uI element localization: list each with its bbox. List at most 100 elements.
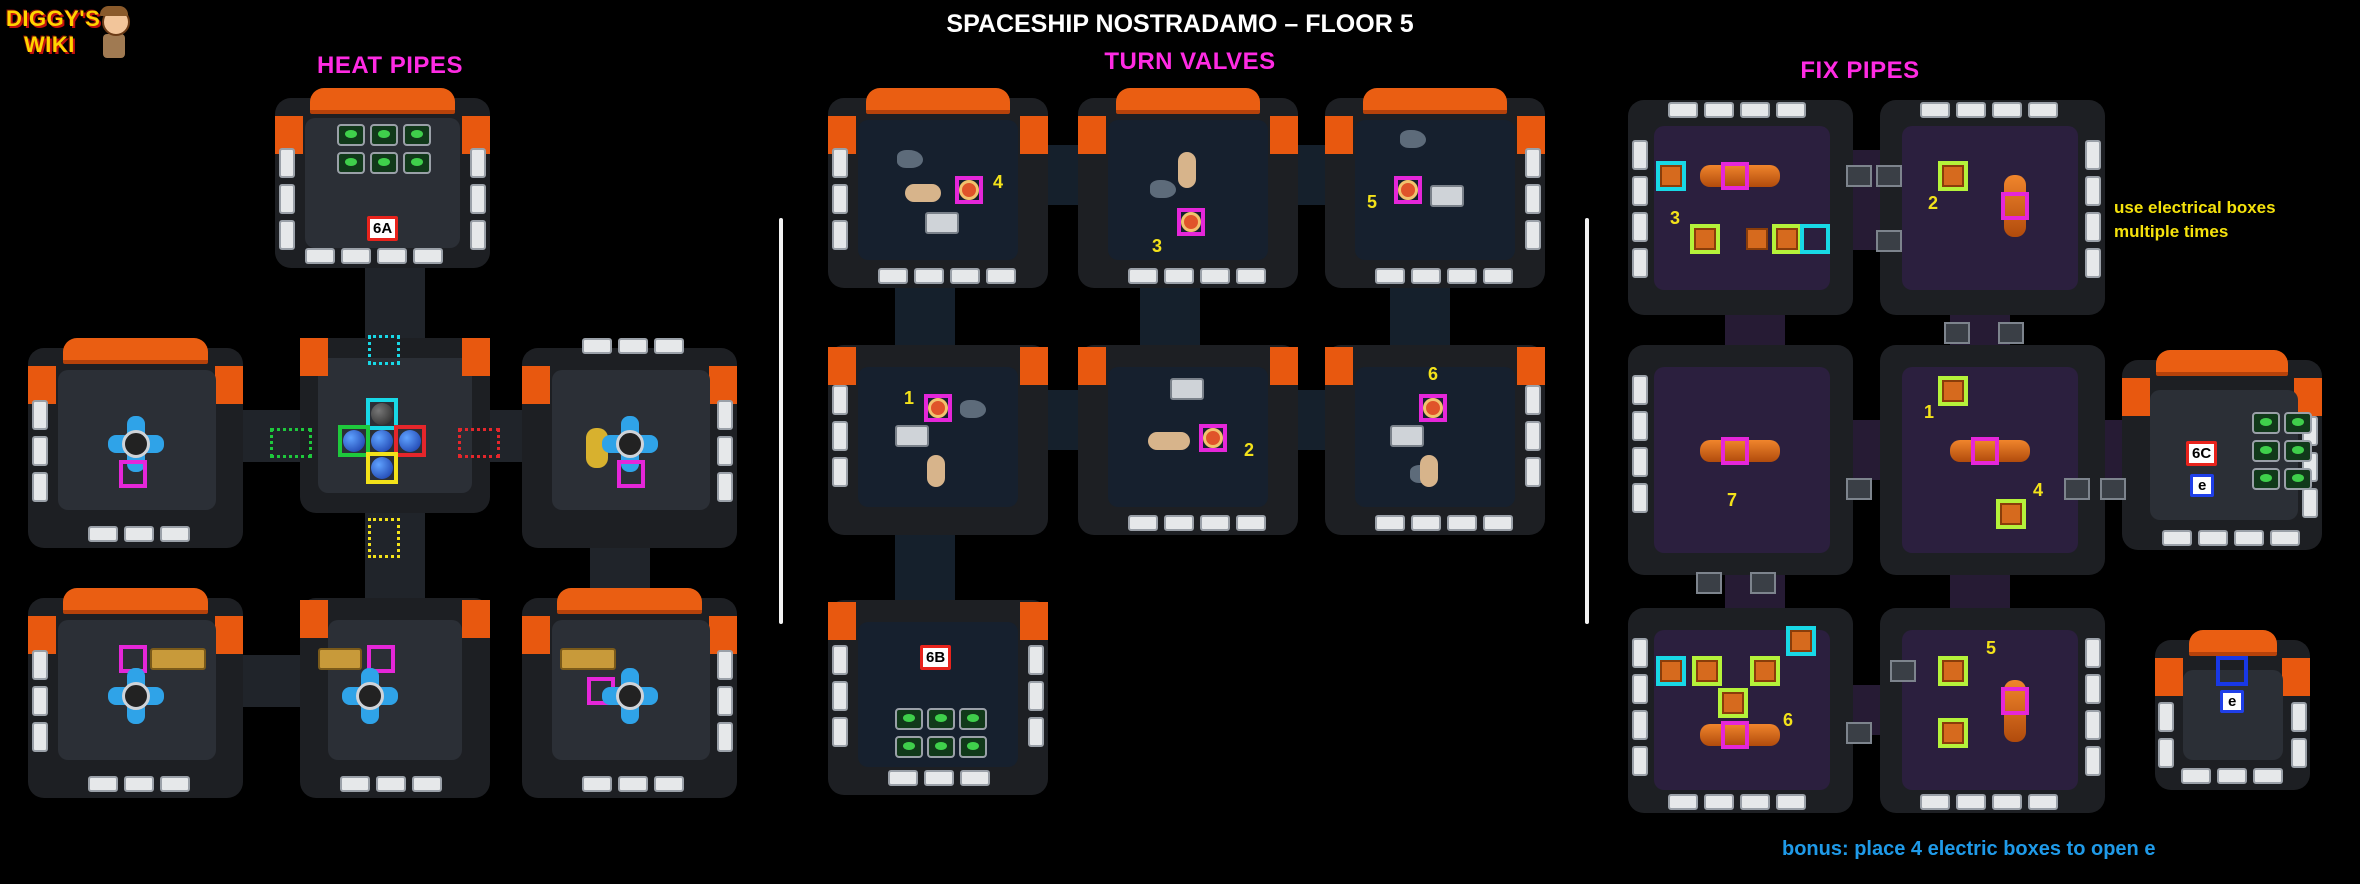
exit-label-6a[interactable]: 6A (367, 216, 399, 241)
fix-number: 2 (1928, 193, 1939, 213)
monitor-icon (337, 152, 365, 174)
electric-box-icon[interactable] (1790, 630, 1812, 652)
magenta-marker[interactable] (1971, 437, 1999, 465)
lime-marker[interactable] (1996, 499, 2026, 529)
electric-box-icon[interactable] (1942, 660, 1964, 682)
cyan-marker[interactable] (1800, 224, 1830, 254)
x-fence-icon (1846, 478, 1872, 500)
electric-box-icon[interactable] (1694, 228, 1716, 250)
green-marker[interactable] (338, 425, 370, 457)
valve-number: 1 (904, 388, 915, 408)
valve-number: 2 (1244, 440, 1255, 460)
electric-box-icon[interactable] (1660, 165, 1682, 187)
electric-box-icon[interactable] (1722, 692, 1744, 714)
valve-wheel-icon[interactable] (1181, 212, 1201, 232)
electric-box-icon[interactable] (1942, 722, 1964, 744)
magenta-marker[interactable] (1177, 208, 1205, 236)
electric-box-icon[interactable] (1696, 660, 1718, 682)
heat-pipe-cross-icon[interactable] (108, 668, 164, 724)
electric-box-icon[interactable] (1776, 228, 1798, 250)
cyan-marker[interactable] (1656, 161, 1686, 191)
section-title-heat-pipes: HEAT PIPES (317, 52, 463, 79)
lime-marker[interactable] (1938, 656, 1968, 686)
magenta-marker[interactable] (1419, 394, 1447, 422)
lime-marker[interactable] (1750, 656, 1780, 686)
x-fence-icon (1750, 572, 1776, 594)
exit-label-6c[interactable]: 6C (2186, 441, 2218, 466)
x-fence-icon (2100, 478, 2126, 500)
lime-marker[interactable] (1690, 224, 1720, 254)
room-6a (275, 88, 490, 268)
broken-pipe-icon[interactable] (2004, 175, 2026, 237)
tank-icon (1148, 432, 1190, 450)
magenta-marker[interactable] (1199, 424, 1227, 452)
exit-label-6b[interactable]: 6B (920, 645, 952, 670)
lime-marker[interactable] (1938, 376, 1968, 406)
bonus-door-e-label[interactable]: e (2190, 474, 2215, 497)
magenta-marker[interactable] (1721, 162, 1749, 190)
magenta-marker[interactable] (367, 645, 395, 673)
lime-marker[interactable] (1938, 718, 1968, 748)
cyan-marker[interactable] (1786, 626, 1816, 656)
lime-marker[interactable] (1718, 688, 1748, 718)
room-fix-6 (1880, 608, 2105, 813)
green-dotted-marker (270, 428, 312, 458)
section-divider-left (779, 218, 783, 624)
valve-wheel-icon[interactable] (1423, 398, 1443, 418)
cyan-marker[interactable] (1656, 656, 1686, 686)
magenta-marker[interactable] (955, 176, 983, 204)
electric-box-icon[interactable] (1942, 380, 1964, 402)
yellow-marker[interactable] (366, 452, 398, 484)
monitor-icon (370, 124, 398, 146)
magenta-marker[interactable] (2001, 687, 2029, 715)
valve-wheel-icon[interactable] (959, 180, 979, 200)
electric-box-icon[interactable] (1660, 660, 1682, 682)
monitor-icon (370, 152, 398, 174)
broken-pipe-icon[interactable] (1950, 440, 2030, 462)
magenta-marker[interactable] (119, 460, 147, 488)
lime-marker[interactable] (1692, 656, 1722, 686)
x-fence-icon (2064, 478, 2090, 500)
console-icon (1430, 185, 1464, 207)
magenta-marker[interactable] (1721, 721, 1749, 749)
cyan-marker[interactable] (366, 398, 398, 430)
blue-marker[interactable] (2216, 656, 2248, 686)
red-marker[interactable] (394, 425, 426, 457)
console-icon (1390, 425, 1424, 447)
heat-pipe-cross-icon[interactable] (602, 416, 658, 472)
valve-wheel-icon[interactable] (1203, 428, 1223, 448)
electric-box-icon[interactable] (1754, 660, 1776, 682)
debris-icon (1150, 180, 1176, 198)
heat-pipe-cross-icon[interactable] (342, 668, 398, 724)
magenta-marker[interactable] (617, 460, 645, 488)
heat-pipe-cross-icon[interactable] (108, 416, 164, 472)
lime-marker[interactable] (1772, 224, 1802, 254)
monitor-icon (403, 124, 431, 146)
electric-box-icon[interactable] (1746, 228, 1768, 250)
magenta-marker[interactable] (1721, 437, 1749, 465)
valve-wheel-icon[interactable] (928, 398, 948, 418)
broken-pipe-icon[interactable] (1700, 440, 1780, 462)
heat-pipe-cross-icon[interactable] (602, 668, 658, 724)
crate-icon (318, 648, 362, 670)
x-fence-icon (1696, 572, 1722, 594)
lime-marker[interactable] (1938, 161, 1968, 191)
valve-wheel-icon[interactable] (1398, 180, 1418, 200)
logo-line-2: WIKI (24, 32, 75, 57)
magenta-marker[interactable] (2001, 192, 2029, 220)
section-title-fix-pipes: FIX PIPES (1800, 57, 1920, 84)
broken-pipe-icon[interactable] (1700, 724, 1780, 746)
monitor-icon (895, 736, 923, 758)
blue-orb-icon (343, 430, 365, 452)
room-fix-1 (1628, 100, 1853, 315)
magenta-marker[interactable] (1394, 176, 1422, 204)
bonus-door-e-label[interactable]: e (2220, 690, 2245, 713)
yellow-dotted-marker (368, 518, 400, 558)
electric-box-icon[interactable] (2000, 503, 2022, 525)
broken-pipe-icon[interactable] (1700, 165, 1780, 187)
electrical-boxes-note: use electrical boxes multiple times (2114, 196, 2276, 244)
monitor-icon (2252, 412, 2280, 434)
bonus-note: bonus: place 4 electric boxes to open e (1782, 838, 2156, 860)
electric-box-icon[interactable] (1942, 165, 1964, 187)
magenta-marker[interactable] (924, 394, 952, 422)
